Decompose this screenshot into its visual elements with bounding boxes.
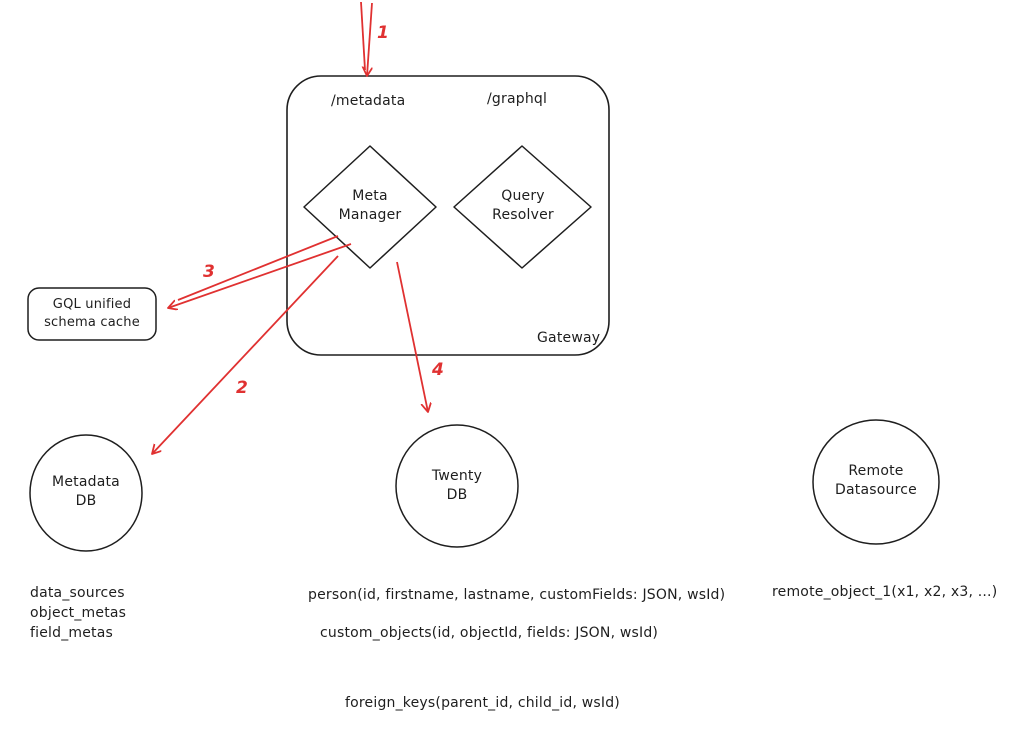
- twenty-db-circle: [395, 424, 519, 548]
- meta-manager-label: Meta Manager: [338, 188, 402, 223]
- arrow-3-line-b: [168, 243, 352, 308]
- metadata-db-label: Metadata DB: [52, 474, 120, 509]
- query-resolver-diamond: [453, 145, 592, 269]
- schema-cache-label: GQL unified schema cache: [44, 297, 140, 330]
- metadata-db-circle: [29, 434, 143, 552]
- remote-object-table-annotation: remote_object_1(x1, x2, x3, ...): [772, 584, 998, 600]
- foreign-keys-table-annotation: foreign_keys(parent_id, child_id, wsId): [345, 695, 620, 711]
- arrow-1-number: 1: [377, 23, 389, 43]
- schema-cache-box: [27, 287, 157, 341]
- arrow-3-line-a: [177, 235, 339, 301]
- twenty-db-label: Twenty DB: [431, 468, 483, 503]
- remote-datasource-circle: [812, 419, 940, 545]
- query-resolver-label: Query Resolver: [492, 188, 554, 223]
- arrow-2-number: 2: [236, 378, 248, 398]
- endpoint-graphql-label: /graphql: [487, 91, 548, 107]
- arrow-1-line-b: [367, 2, 373, 76]
- custom-objects-table-annotation: custom_objects(id, objectId, fields: JSO…: [320, 625, 659, 641]
- arrow-2-line: [152, 255, 339, 454]
- metadata-tables-annotation: data_sources object_metas field_metas: [30, 585, 127, 641]
- arrow-4-line: [396, 261, 428, 412]
- arrow-4-number: 4: [432, 360, 444, 380]
- arrow-1-line-a: [360, 1, 366, 71]
- gateway-label: Gateway: [537, 330, 601, 346]
- person-table-annotation: person(id, firstname, lastname, customFi…: [308, 587, 726, 603]
- endpoint-metadata-label: /metadata: [331, 93, 406, 109]
- gateway-box: [286, 75, 610, 356]
- remote-datasource-label: Remote Datasource: [835, 463, 917, 498]
- meta-manager-diamond: [303, 145, 437, 269]
- arrow-3-number: 3: [203, 262, 215, 282]
